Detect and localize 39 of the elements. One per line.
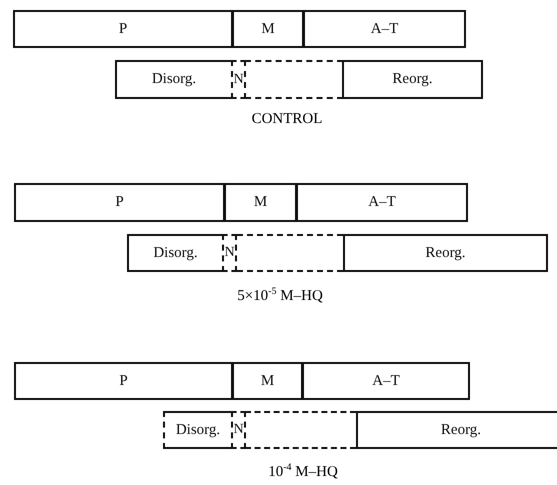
phase-label: M [260,372,274,390]
phase-box [231,60,246,99]
phase-label: P [118,20,128,38]
phase-label: P [119,372,128,390]
phase-box [13,10,233,48]
phase-label: N [233,422,244,438]
condition-caption: CONTROL [252,111,322,128]
phase-box [356,411,557,449]
phase-box [127,234,222,272]
phase-label: A–T [368,194,396,211]
phase-box [296,183,468,222]
phase-box [115,60,231,99]
phase-label: P [115,194,124,211]
phase-label: N [224,245,235,261]
phase-box [232,10,304,48]
phase-label: Reorg. [425,244,466,262]
phase-label: M [254,194,268,211]
phase-label: Disorg. [152,71,196,88]
phase-box [232,362,303,400]
phase-box [342,60,483,99]
phase-box [163,411,231,449]
phase-label: M [261,20,275,38]
condition-caption: 5×10$^{-5}$ M–HQ [237,286,323,305]
phase-label: Disorg. [153,244,198,262]
phase-box [231,411,246,449]
condition-caption: 10$^{-4}$ M–HQ [268,462,338,481]
phase-box [343,234,548,272]
phase-label: Reorg. [440,422,482,438]
phase-box [303,10,466,48]
phase-label: Reorg. [392,71,433,88]
phase-box [14,362,233,400]
phase-box [222,234,237,272]
phase-box [224,183,297,222]
phase-label: Disorg. [176,422,220,438]
phase-box [14,183,225,222]
phase-label: N [233,72,244,88]
phase-label: A–T [370,20,398,38]
phase-box [302,362,470,400]
phase-label: A–T [372,372,400,390]
